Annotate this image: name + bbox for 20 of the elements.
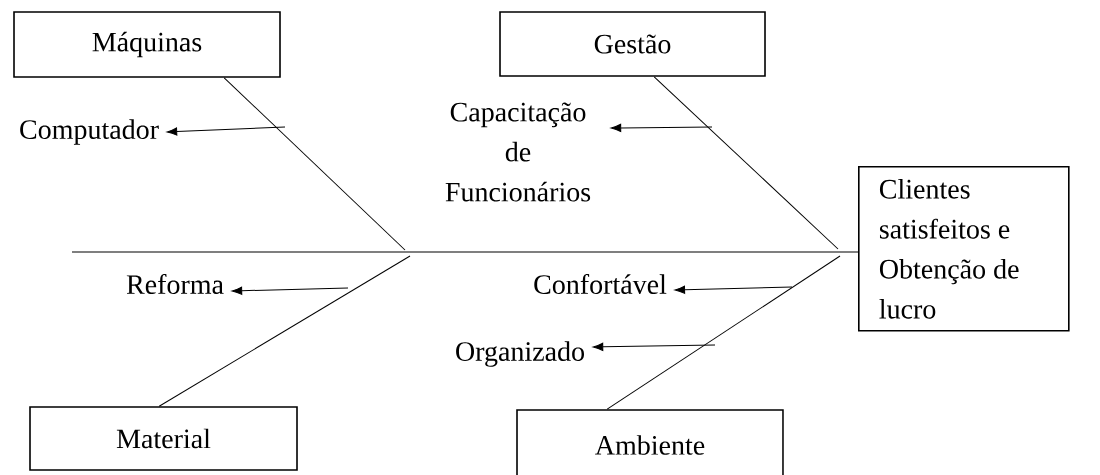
category-box: Máquinas: [13, 11, 281, 78]
bone-line: [606, 255, 841, 410]
category-box: Gestão: [499, 11, 766, 77]
bone-line: [653, 76, 839, 250]
bone-line: [223, 77, 406, 251]
cause-label: Capacitação de Funcionários: [445, 102, 591, 202]
category-box: Ambiente: [516, 409, 784, 475]
category-box: Material: [29, 406, 298, 471]
arrow: [231, 286, 349, 295]
arrow: [592, 342, 716, 351]
cause-label: Organizado: [456, 341, 584, 367]
bone-line: [158, 255, 411, 407]
arrow: [166, 126, 286, 136]
spine-line: [71, 251, 859, 253]
arrow: [674, 285, 793, 294]
effect-box: Clientes satisfeitos e Obtenção de lucro: [858, 166, 1070, 332]
cause-label: Computador: [20, 119, 159, 145]
cause-label: Confortável: [534, 274, 667, 294]
arrow: [610, 123, 713, 132]
cause-label: Reforma: [126, 274, 224, 294]
